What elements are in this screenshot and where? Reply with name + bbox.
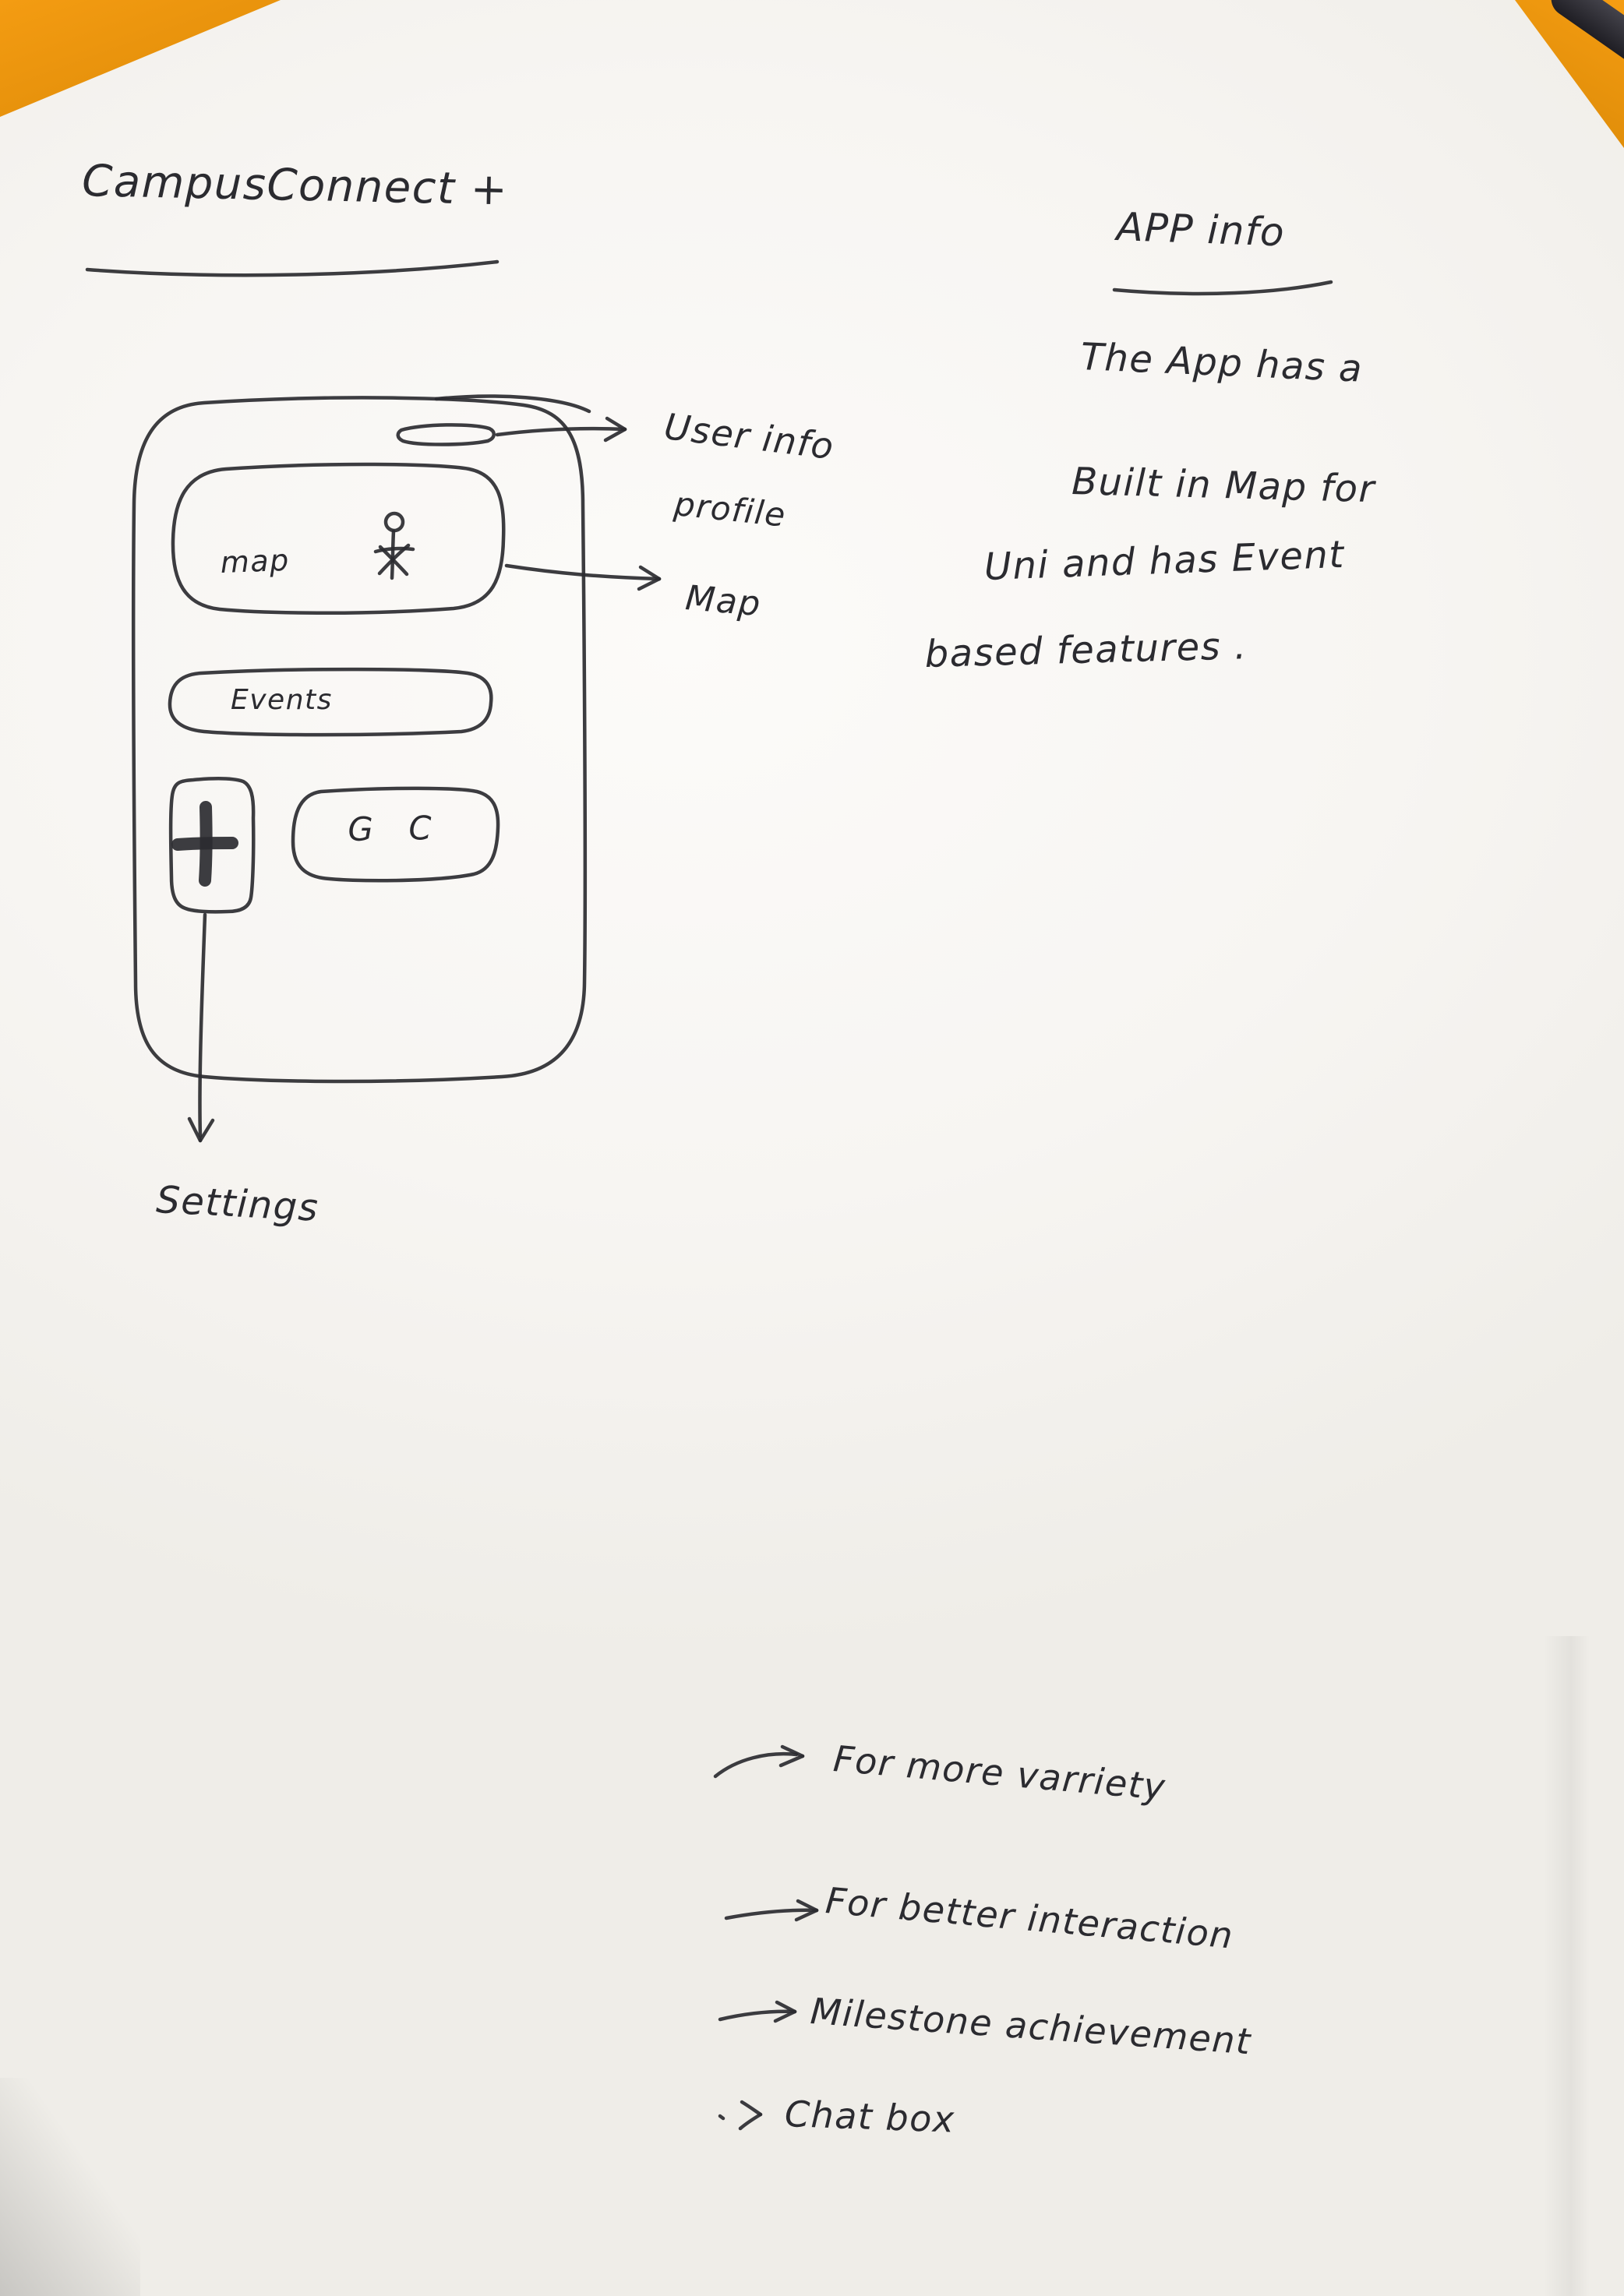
group-chat-label: G C [348,808,445,848]
note-arrow-2 [724,1899,819,1922]
phone-notch [396,423,496,446]
arrow-map [504,563,662,591]
app-info-heading: APP info [1115,204,1287,256]
arrow-user-info [495,416,627,443]
events-bar-label: Events [231,684,333,716]
map-card-label: map [220,542,291,580]
group-chat-button [291,786,500,883]
settings-button [168,777,256,914]
note-arrow-3 [718,2000,797,2023]
title-underline [85,259,500,277]
note-arrow-4 [718,2100,763,2131]
note-label-chatbox: Chat box [784,2093,956,2141]
phone-frame [131,394,591,1084]
app-info-line: Built in Map for [1071,460,1376,512]
plus-icon [171,801,238,887]
note-arrow-1 [713,1744,805,1779]
person-icon [373,511,415,580]
app-title: CampusConnect + [81,156,509,216]
app-info-underline [1112,280,1333,296]
events-bar [168,667,493,737]
arrow-settings [187,912,215,1143]
paper-edge-shadow [1543,1636,1590,2296]
app-info-line: based features . [924,624,1248,676]
paper-curl-shadow [0,2078,140,2296]
map-card [171,462,506,615]
callout-map: Map [683,578,763,625]
callout-settings: Settings [155,1178,320,1230]
